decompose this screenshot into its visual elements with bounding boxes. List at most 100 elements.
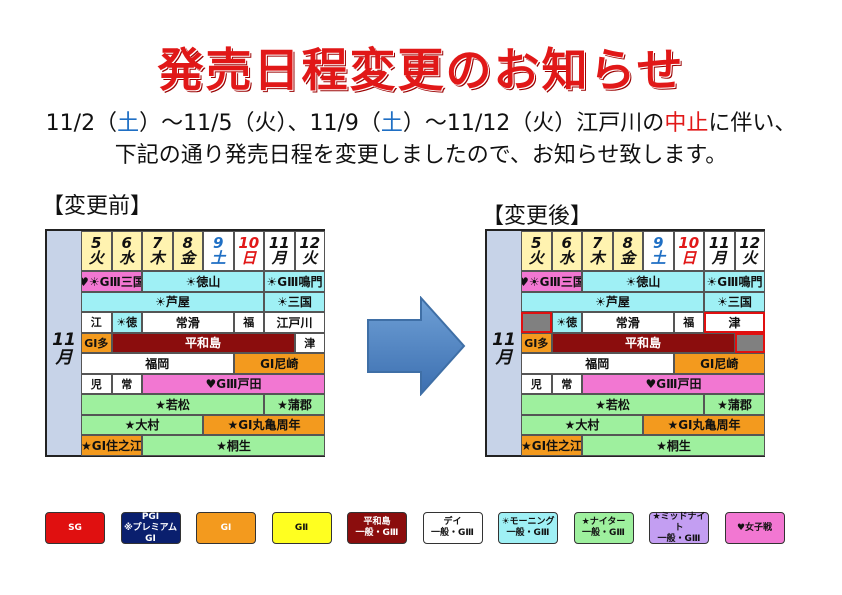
race-cell: ♥☀GⅢ三国 — [81, 271, 142, 292]
day-number: 5 — [91, 234, 102, 252]
weekday: 月 — [271, 249, 287, 267]
race-cell: ★大村 — [81, 414, 203, 435]
weekday: 土 — [210, 249, 226, 267]
day-number: 5 — [531, 234, 542, 252]
notice-text: ）～11/5（火）、11/9（ — [139, 111, 381, 136]
day-number: 6 — [121, 234, 132, 252]
race-cell: ★若松 — [81, 394, 264, 415]
race-cell — [521, 312, 552, 333]
race-cell: 平和島 — [551, 332, 735, 353]
day-number: 8 — [622, 234, 633, 252]
weekday: 水 — [119, 249, 135, 267]
month-unit: 月 — [55, 348, 73, 368]
race-cell: ☀徳山 — [142, 271, 264, 292]
notice-text: 11/2（ — [45, 111, 118, 136]
race-cell: 福 — [673, 312, 704, 333]
legend-label: デイ — [443, 517, 462, 527]
legend-item: ★ナイター一般・GⅢ — [573, 512, 634, 544]
legend-label: ★ミッドナイト — [652, 511, 706, 533]
legend-label: ☀モーニング — [501, 517, 555, 527]
weekday: 火 — [528, 249, 544, 267]
race-cell: GⅠ多 — [521, 332, 552, 353]
race-cell: ☀芦屋 — [521, 291, 704, 312]
weekday: 金 — [180, 249, 196, 267]
legend-label: PGⅠ — [141, 511, 160, 522]
legend-item: GⅠ — [196, 512, 256, 544]
race-cell: ★蒲郡 — [704, 394, 765, 415]
day-number: 12 — [739, 234, 761, 252]
race-cell — [734, 332, 765, 353]
race-cell: 福岡 — [521, 353, 674, 374]
weekday: 金 — [620, 249, 636, 267]
race-cell: ☀徳 — [111, 312, 142, 333]
weekday: 水 — [559, 249, 575, 267]
day-number: 10 — [678, 234, 700, 252]
legend-sublabel: 一般・GⅢ — [506, 528, 550, 538]
day-number: 9 — [213, 234, 224, 252]
legend-item: PGⅠ※プレミアムGⅠ — [120, 511, 181, 544]
legend-label: GⅡ — [294, 522, 309, 533]
race-cell: 常滑 — [142, 312, 234, 333]
arrow-right-icon — [367, 296, 466, 396]
legend-sublabel: 一般・GⅢ — [582, 528, 625, 538]
legend-label: ★ナイター — [581, 517, 626, 527]
legend-label: GⅠ — [220, 522, 232, 533]
race-cell: ★大村 — [521, 414, 643, 435]
race-cell: ☀徳 — [551, 312, 582, 333]
race-cell: 福 — [233, 312, 264, 333]
day-number: 8 — [182, 234, 193, 252]
weekday: 木 — [589, 249, 605, 267]
page-title: 発売日程変更のお知らせ — [157, 43, 685, 97]
legend-sublabel: 一般・GⅢ — [657, 533, 701, 544]
race-cell: ☀徳山 — [582, 271, 704, 292]
race-cell: 福岡 — [81, 353, 234, 374]
race-cell: ★GⅠ丸亀周年 — [643, 414, 765, 435]
legend-sublabel: ※プレミアムGⅠ — [123, 522, 178, 544]
race-cell: ☀芦屋 — [81, 291, 264, 312]
notice-line-1: 11/2（土）～11/5（火）、11/9（土）～11/12（火）江戸川の中止に伴… — [0, 110, 842, 138]
day-number: 6 — [561, 234, 572, 252]
weekday: 火 — [742, 249, 758, 267]
notice-cancel: 中止 — [664, 111, 709, 136]
day-number: 7 — [152, 234, 163, 252]
race-cell: 常 — [551, 373, 582, 394]
race-cell: 江 — [81, 312, 112, 333]
race-cell: ★GⅠ丸亀周年 — [203, 414, 325, 435]
legend-item: デイ一般・GⅢ — [422, 512, 483, 544]
weekday: 日 — [681, 249, 697, 267]
race-cell: GⅠ尼崎 — [673, 353, 765, 374]
race-cell: ★GⅠ住之江 — [521, 435, 582, 456]
month-number: 11 — [52, 330, 76, 350]
race-cell: 児 — [81, 373, 112, 394]
race-cell: ☀GⅢ鳴門 — [264, 271, 325, 292]
race-cell: GⅠ多 — [81, 332, 112, 353]
day-number: 7 — [592, 234, 603, 252]
notice-line-2: 下記の通り発売日程を変更しましたので、お知らせ致します。 — [114, 143, 728, 168]
race-cell: ♥☀GⅢ三国 — [521, 271, 582, 292]
race-cell: 江戸川 — [264, 312, 325, 333]
day-number: 11 — [268, 234, 290, 252]
legend-item: GⅡ — [271, 512, 332, 544]
legend-item: ♥女子戦 — [724, 512, 785, 544]
race-cell: 常 — [111, 373, 142, 394]
day-number: 9 — [653, 234, 664, 252]
race-cell: 児 — [521, 373, 552, 394]
notice-text: に伴い、 — [708, 111, 797, 136]
weekday: 火 — [302, 249, 318, 267]
